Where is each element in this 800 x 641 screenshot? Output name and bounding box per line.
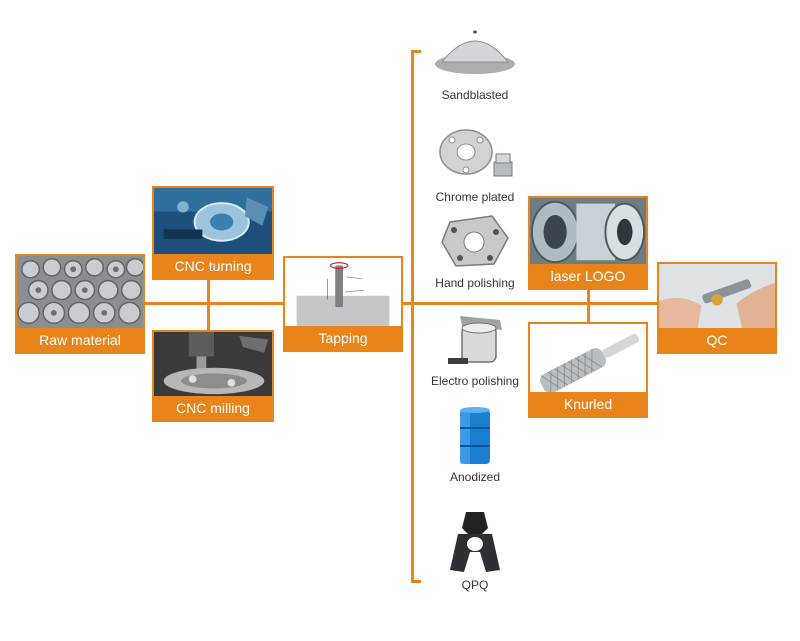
step-card-raw-material: Raw material (15, 254, 145, 354)
bracket-part-icon (430, 208, 520, 274)
bushing-part-icon (430, 306, 520, 372)
step-card-tapping: Tapping (283, 256, 403, 352)
laser-knurled-connector-line (587, 290, 590, 326)
cnc-connector-line (207, 280, 210, 332)
hand-polishing-caption: Hand polishing (435, 276, 515, 290)
knurled-label: Knurled (530, 392, 646, 416)
laser-logo-photo (530, 198, 646, 264)
finish-electro-polishing: Electro polishing (415, 306, 535, 388)
cnc-turning-photo (154, 188, 272, 254)
finish-bottom-tick (411, 580, 421, 583)
step-card-qc: QC (657, 262, 777, 354)
knurled-photo (530, 324, 646, 392)
raw-material-label: Raw material (17, 328, 143, 352)
clamp-part-icon (430, 510, 520, 576)
tapping-label: Tapping (285, 326, 401, 350)
electro-polishing-caption: Electro polishing (430, 374, 520, 388)
step-card-laser-logo: laser LOGO (528, 196, 648, 290)
finish-vertical-line (411, 50, 414, 583)
finish-chrome-plated: Chrome plated (415, 122, 535, 204)
qpq-caption: QPQ (461, 578, 489, 592)
tapping-diagram (285, 258, 401, 326)
dome-part-icon (430, 20, 520, 86)
step-card-knurled: Knurled (528, 322, 648, 418)
raw-material-photo (17, 256, 143, 328)
sandblasted-caption: Sandblasted (441, 88, 509, 102)
flange-part-icon (430, 122, 520, 188)
cnc-milling-label: CNC milling (154, 396, 272, 420)
step-card-cnc-milling: CNC milling (152, 330, 274, 422)
qc-label: QC (659, 328, 775, 352)
qc-photo (659, 264, 775, 328)
finish-hand-polishing: Hand polishing (415, 208, 535, 290)
cnc-milling-photo (154, 332, 272, 396)
finish-qpq: QPQ (415, 510, 535, 592)
finish-top-tick (411, 50, 421, 53)
laser-logo-label: laser LOGO (530, 264, 646, 288)
chrome-plated-caption: Chrome plated (435, 190, 515, 204)
finish-sandblasted: Sandblasted (415, 20, 535, 102)
cnc-turning-label: CNC turning (154, 254, 272, 278)
anodized-caption: Anodized (449, 470, 501, 484)
step-card-cnc-turning: CNC turning (152, 186, 274, 280)
finish-anodized: Anodized (415, 402, 535, 484)
blue-cylinder-icon (430, 402, 520, 468)
